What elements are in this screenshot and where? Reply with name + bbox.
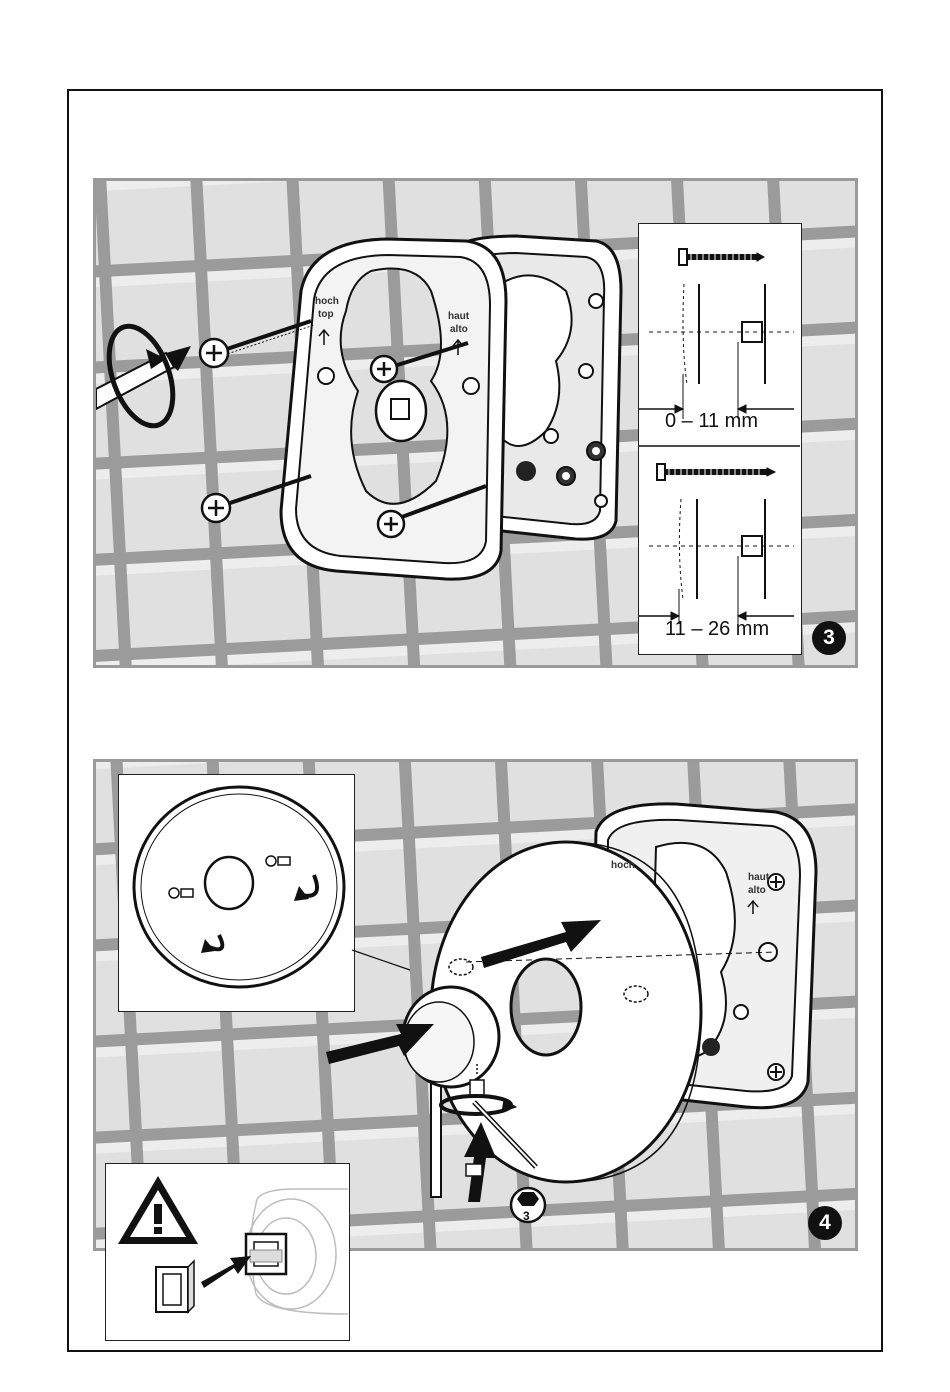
dimension-long-label: 11 – 26 mm xyxy=(665,618,769,641)
long-screw-icon xyxy=(657,464,775,480)
short-screw-icon xyxy=(679,249,764,265)
wall-section-short xyxy=(639,284,794,419)
warning-triangle-icon xyxy=(118,1176,198,1244)
stamp-right-line2: alto xyxy=(748,885,766,896)
insert-arrow-icon xyxy=(201,1256,251,1288)
seal-part-icon xyxy=(156,1261,194,1312)
stamp-left-line1: hoch xyxy=(611,860,635,871)
wall-section-long xyxy=(639,499,794,624)
warning-inset xyxy=(105,1163,350,1341)
step-3-panel: hoch top haut alto xyxy=(93,178,858,668)
hex-key-size-label: 3 xyxy=(523,1209,530,1223)
screw-length-diagram xyxy=(639,224,800,653)
cover-rear-view xyxy=(119,775,353,1010)
stamp-right-line1: haut xyxy=(748,872,769,883)
step-3-badge: 3 xyxy=(812,621,846,655)
screw-length-inset: 0 – 11 mm 11 – 26 mm xyxy=(638,223,802,655)
stamp-top-right-line1: haut xyxy=(448,311,469,322)
valve-spindle xyxy=(376,381,426,441)
cover-detail-inset xyxy=(118,774,355,1012)
stamp-top-left-line1: hoch xyxy=(315,296,339,307)
square-seal-icon xyxy=(246,1234,286,1274)
dimension-short-label: 0 – 11 mm xyxy=(665,410,758,433)
stamp-top-right-line2: alto xyxy=(450,324,468,335)
warning-seal-diagram xyxy=(106,1164,348,1339)
stamp-top-left-line2: top xyxy=(318,309,334,320)
step-4-badge: 4 xyxy=(808,1206,842,1240)
